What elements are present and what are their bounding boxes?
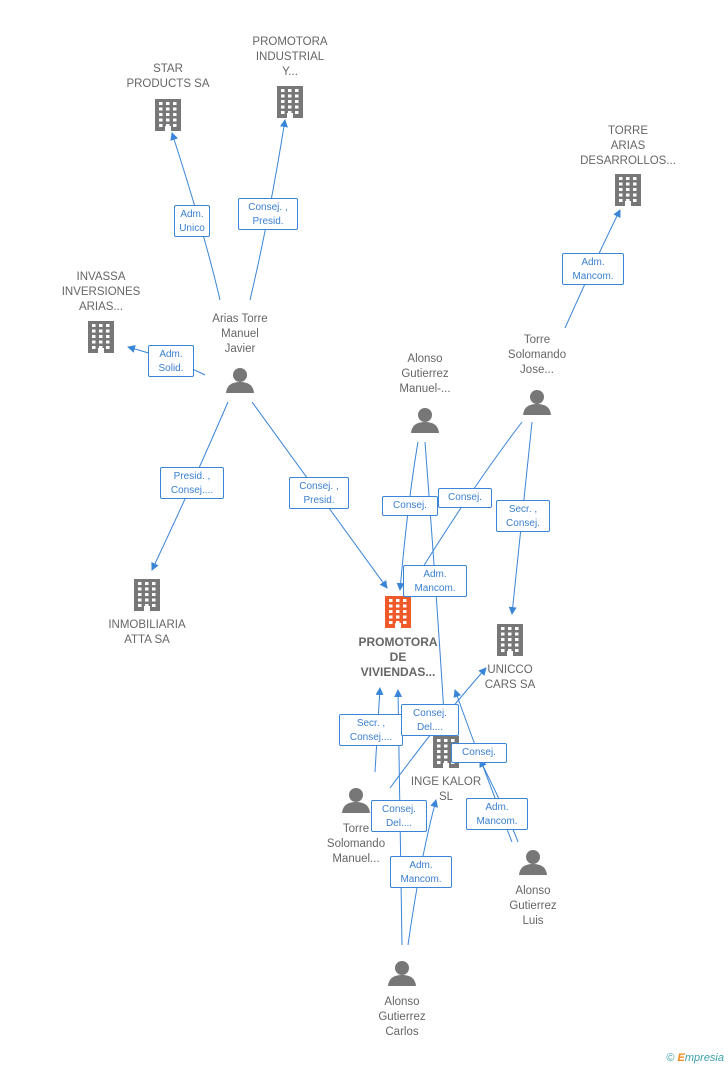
person-icon-arias[interactable]: [226, 368, 254, 393]
node-label-star[interactable]: STAR PRODUCTS SA: [126, 63, 210, 90]
company-icon-inmobiliaria[interactable]: [134, 579, 160, 611]
person-icon-torre_manuel[interactable]: [342, 788, 370, 813]
company-icon-promotora_ind[interactable]: [277, 86, 303, 118]
brand-footer: © Empresia: [666, 1052, 724, 1064]
node-label-arias[interactable]: Arias Torre Manuel Javier: [212, 313, 268, 355]
node-label-invassa[interactable]: INVASSA INVERSIONES ARIAS...: [61, 271, 141, 313]
edge-label-e11[interactable]: Secr. , Consej....: [339, 714, 403, 746]
brand-name: mpresia: [684, 1052, 724, 1064]
main-company-icon-main[interactable]: [385, 596, 411, 628]
company-icon-star[interactable]: [155, 99, 181, 131]
node-label-promotora_ind[interactable]: PROMOTORA INDUSTRIAL Y...: [252, 36, 328, 78]
edge-label-e6[interactable]: Consej. , Presid.: [289, 477, 349, 509]
edge-label-e12[interactable]: Consej. Del....: [401, 704, 459, 736]
edge-label-e4[interactable]: Adm. Solid.: [148, 345, 194, 377]
edge-label-e13[interactable]: Consej.: [451, 743, 507, 763]
node-label-torre_arias[interactable]: TORRE ARIAS DESARROLLOS...: [580, 125, 676, 167]
edge-label-e7[interactable]: Consej.: [382, 496, 438, 516]
person-icon-alonso_manuel[interactable]: [411, 408, 439, 433]
person-icon-alonso_carlos[interactable]: [388, 961, 416, 986]
node-label-inge[interactable]: INGE KALOR SL: [410, 776, 482, 803]
node-label-alonso_carlos[interactable]: Alonso Gutierrez Carlos: [378, 996, 426, 1038]
node-label-unicco[interactable]: UNICCO CARS SA: [484, 664, 536, 691]
copyright-symbol: ©: [666, 1052, 675, 1064]
edge-label-e2[interactable]: Consej. , Presid.: [238, 198, 298, 230]
edge-label-e14[interactable]: Adm. Mancom.: [466, 798, 528, 830]
edge-label-e16[interactable]: Adm. Mancom.: [390, 856, 452, 888]
node-label-inmobiliaria[interactable]: INMOBILIARIA ATTA SA: [108, 619, 186, 646]
node-label-alonso_manuel[interactable]: Alonso Gutierrez Manuel-...: [399, 353, 451, 395]
node-label-torre_manuel[interactable]: Torre Solomando Manuel...: [326, 823, 386, 865]
person-icon-torre_jose[interactable]: [523, 390, 551, 415]
node-label-torre_jose[interactable]: Torre Solomando Jose...: [507, 334, 567, 376]
brand-logo-e: E: [677, 1052, 685, 1064]
edge-label-e1[interactable]: Adm. Unico: [174, 205, 210, 237]
company-icon-torre_arias[interactable]: [615, 174, 641, 206]
company-icon-unicco[interactable]: [497, 624, 523, 656]
node-label-alonso_luis[interactable]: Alonso Gutierrez Luis: [509, 885, 557, 927]
edge-label-e8[interactable]: Consej.: [438, 488, 492, 508]
company-icon-invassa[interactable]: [88, 321, 114, 353]
edge-label-e3[interactable]: Adm. Mancom.: [562, 253, 624, 285]
person-icon-alonso_luis[interactable]: [519, 850, 547, 875]
edge-label-e5[interactable]: Presid. , Consej....: [160, 467, 224, 499]
node-label-main[interactable]: PROMOTORA DE VIVIENDAS...: [358, 635, 438, 679]
edge-label-e10[interactable]: Adm. Mancom.: [403, 565, 467, 597]
edge-label-e15[interactable]: Consej. Del....: [371, 800, 427, 832]
edge-label-e9[interactable]: Secr. , Consej.: [496, 500, 550, 532]
